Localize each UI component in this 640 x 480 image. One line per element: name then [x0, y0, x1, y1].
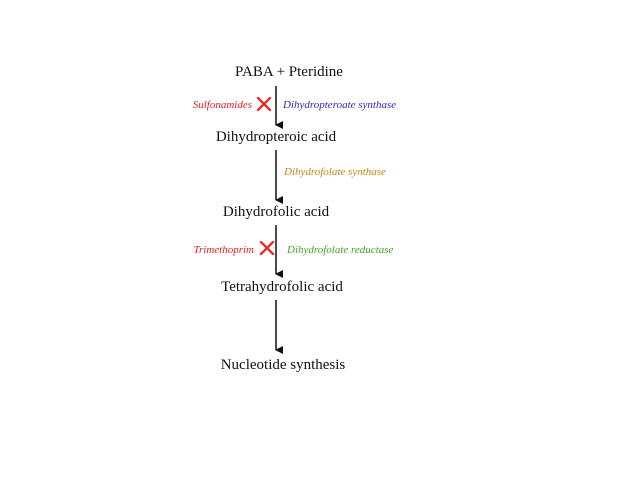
x-block-icon	[259, 240, 275, 256]
node-tetrahydrofolic-acid: Tetrahydrofolic acid	[221, 279, 343, 295]
enzyme-dihydropteroate-synthase: Dihydropteroate synthase	[283, 99, 397, 111]
node-paba-pteridine: PABA + Pteridine	[235, 64, 343, 80]
inhibitor-trimethoprim: Trimethoprim	[193, 244, 254, 256]
node-nucleotide-synthesis: Nucleotide synthesis	[220, 357, 346, 373]
node-dihydropteroic-acid: Dihydropteroic acid	[215, 129, 337, 145]
inhibitor-sulfonamides: Sulfonamides	[192, 99, 252, 111]
x-block-icon	[256, 96, 272, 112]
enzyme-dihydrofolate-reductase: Dihydrofolate reductase	[287, 244, 394, 256]
enzyme-dihydrofolate-synthase: Dihydrofolate synthase	[284, 166, 386, 178]
node-dihydrofolic-acid: Dihydrofolic acid	[222, 204, 330, 220]
